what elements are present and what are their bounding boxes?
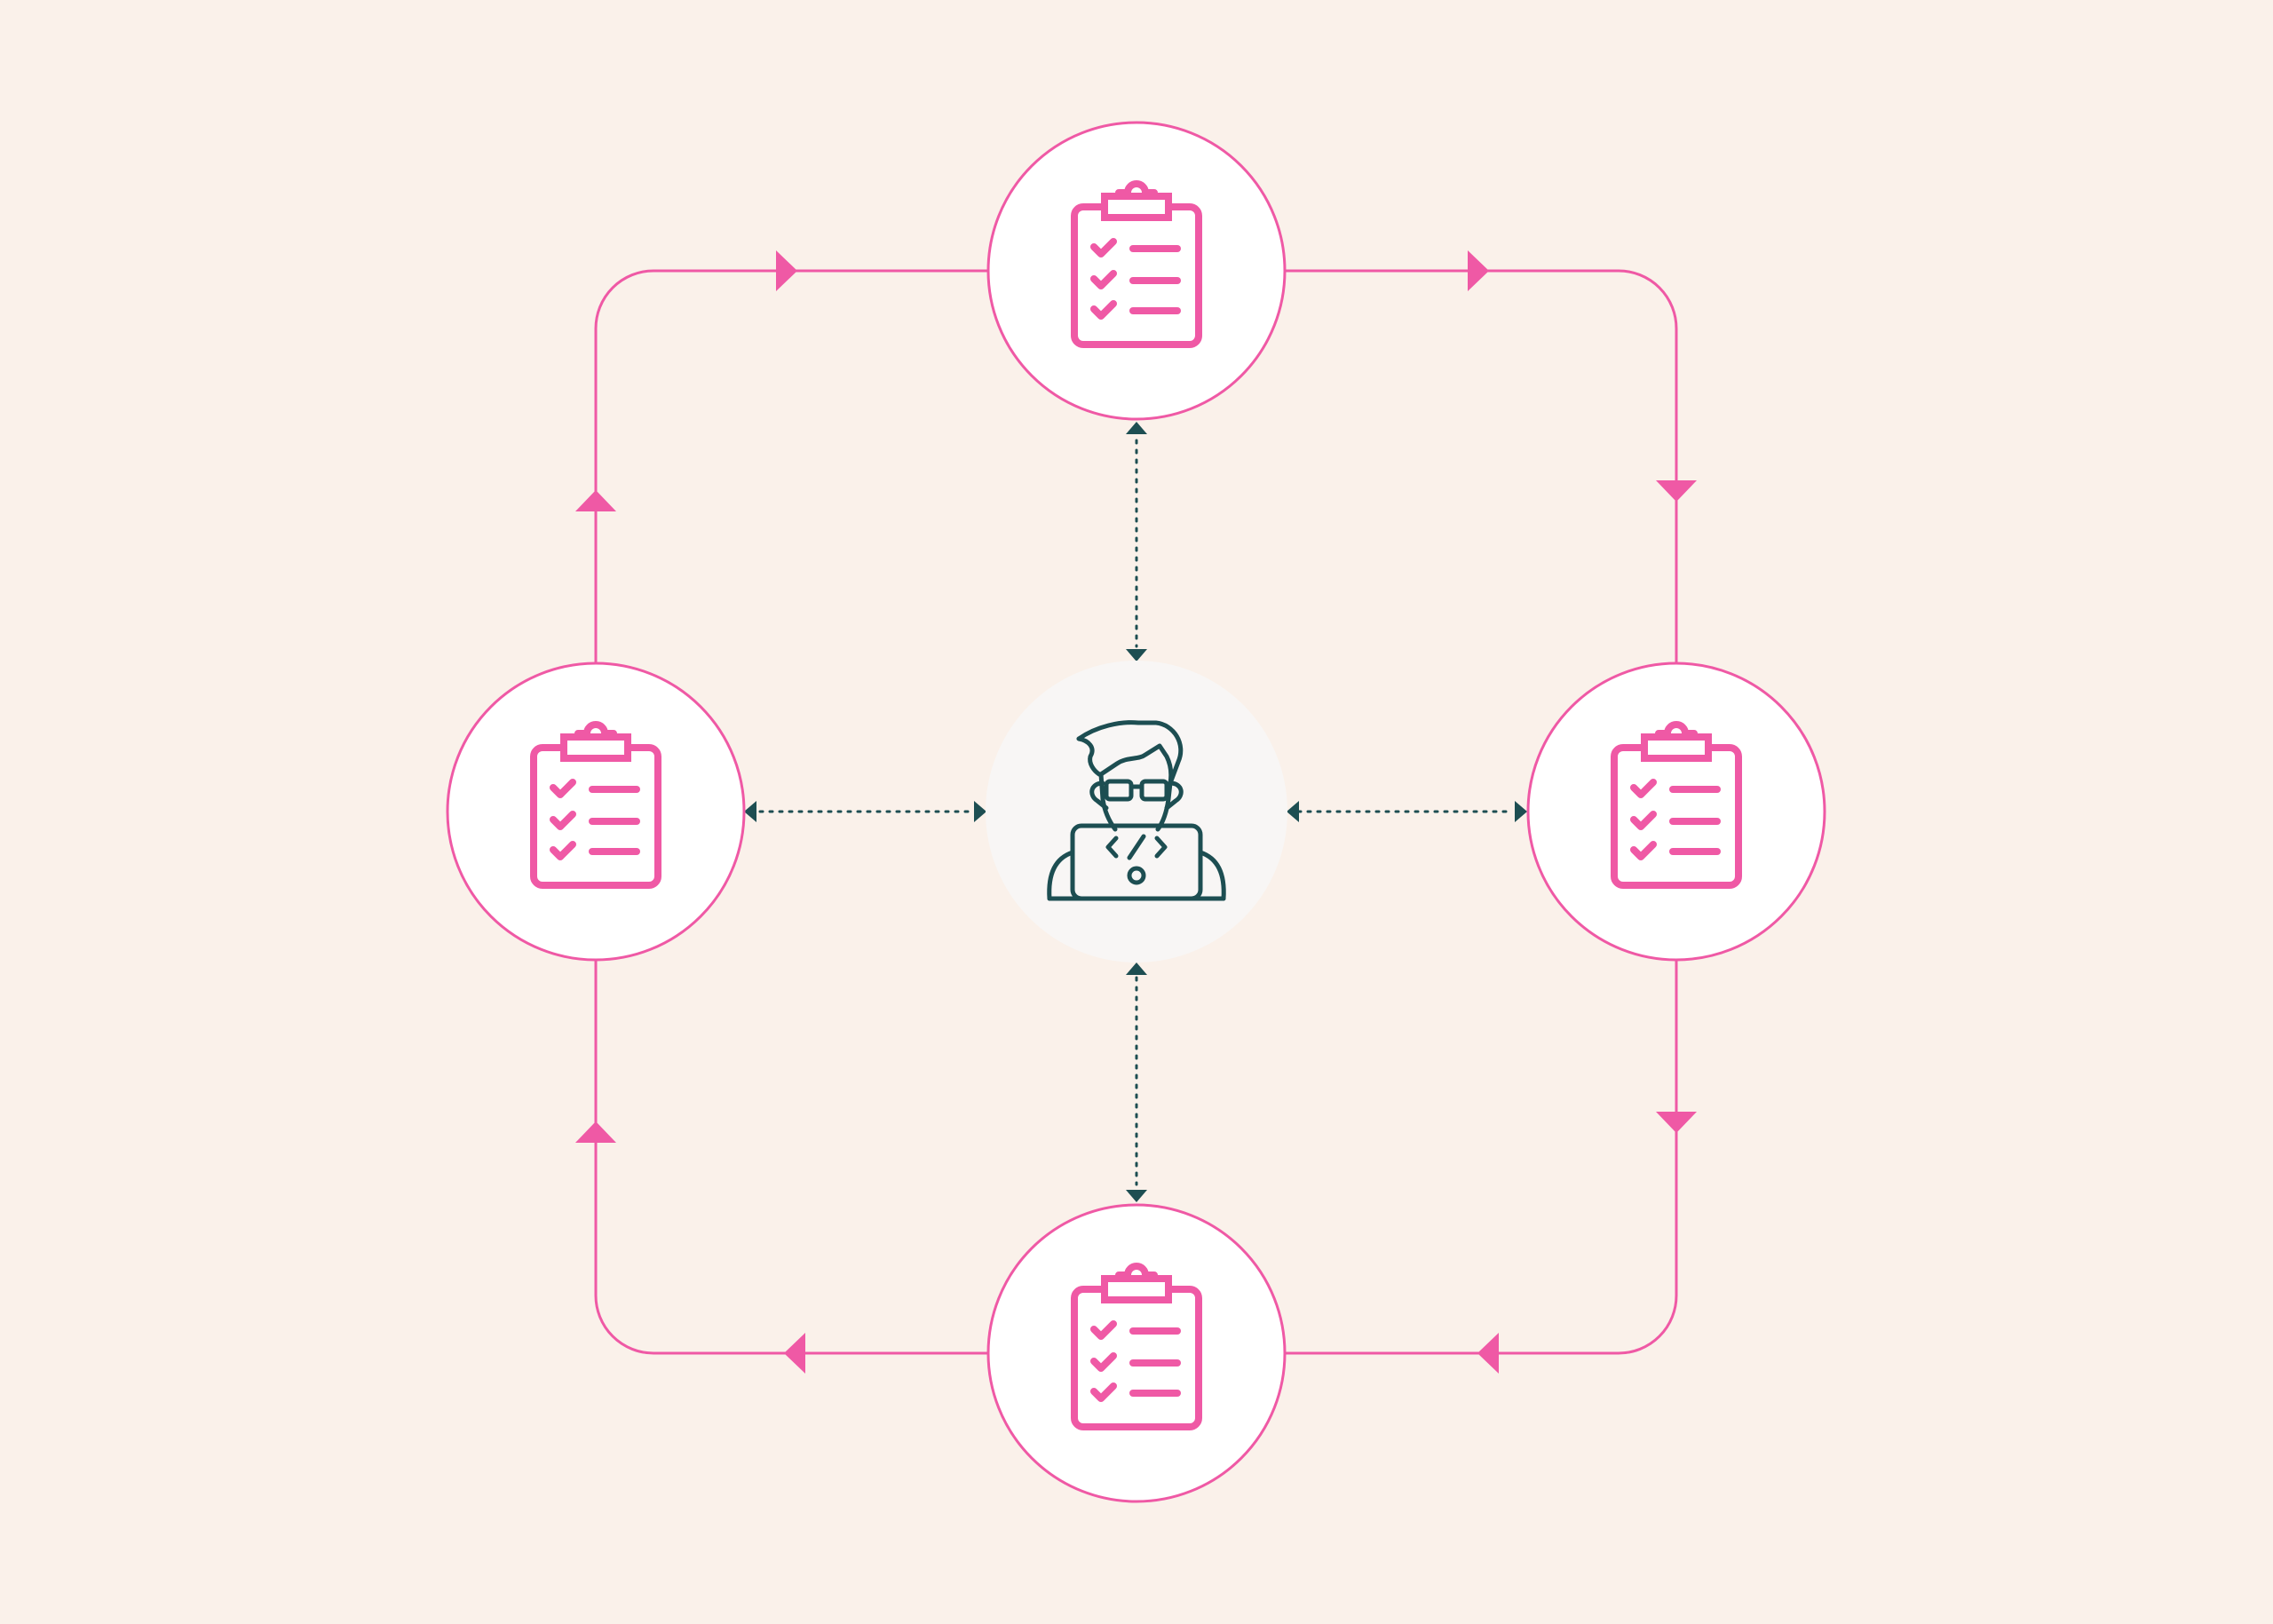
connector-top-head-up xyxy=(1126,422,1147,434)
arrow-left-upper xyxy=(575,490,616,511)
connector-right-head-left xyxy=(1287,801,1299,822)
center-connectors xyxy=(758,439,1515,1186)
node-left xyxy=(446,661,746,962)
cycle-path xyxy=(594,269,1678,1355)
node-bottom xyxy=(986,1203,1287,1503)
node-circle xyxy=(1526,661,1826,962)
connector-left-head-right xyxy=(974,801,986,822)
arrow-right-lower xyxy=(1656,1112,1697,1133)
arrow-bottom-right xyxy=(1477,1333,1499,1374)
node-circle xyxy=(986,1203,1287,1503)
developer-icon xyxy=(1047,720,1226,901)
node-top xyxy=(986,121,1287,421)
node-right xyxy=(1526,661,1826,962)
arrow-top-right xyxy=(1468,250,1489,291)
connector-top-head-down xyxy=(1126,649,1147,661)
connector-right-head-right xyxy=(1515,801,1527,822)
arrow-top-left xyxy=(776,250,797,291)
connector-bottom-head-up xyxy=(1126,963,1147,975)
center-node xyxy=(986,661,1287,963)
connector-bottom-head-down xyxy=(1126,1190,1147,1202)
connector-arrowheads xyxy=(744,422,1527,1202)
connector-left-head-left xyxy=(744,801,756,822)
arrow-bottom-left xyxy=(784,1333,805,1374)
center-circle xyxy=(986,661,1287,963)
arrow-left-lower xyxy=(575,1121,616,1143)
node-circle xyxy=(446,661,746,962)
cycle-arrows xyxy=(575,250,1697,1374)
arrow-right-upper xyxy=(1656,480,1697,502)
node-circle xyxy=(986,121,1287,421)
